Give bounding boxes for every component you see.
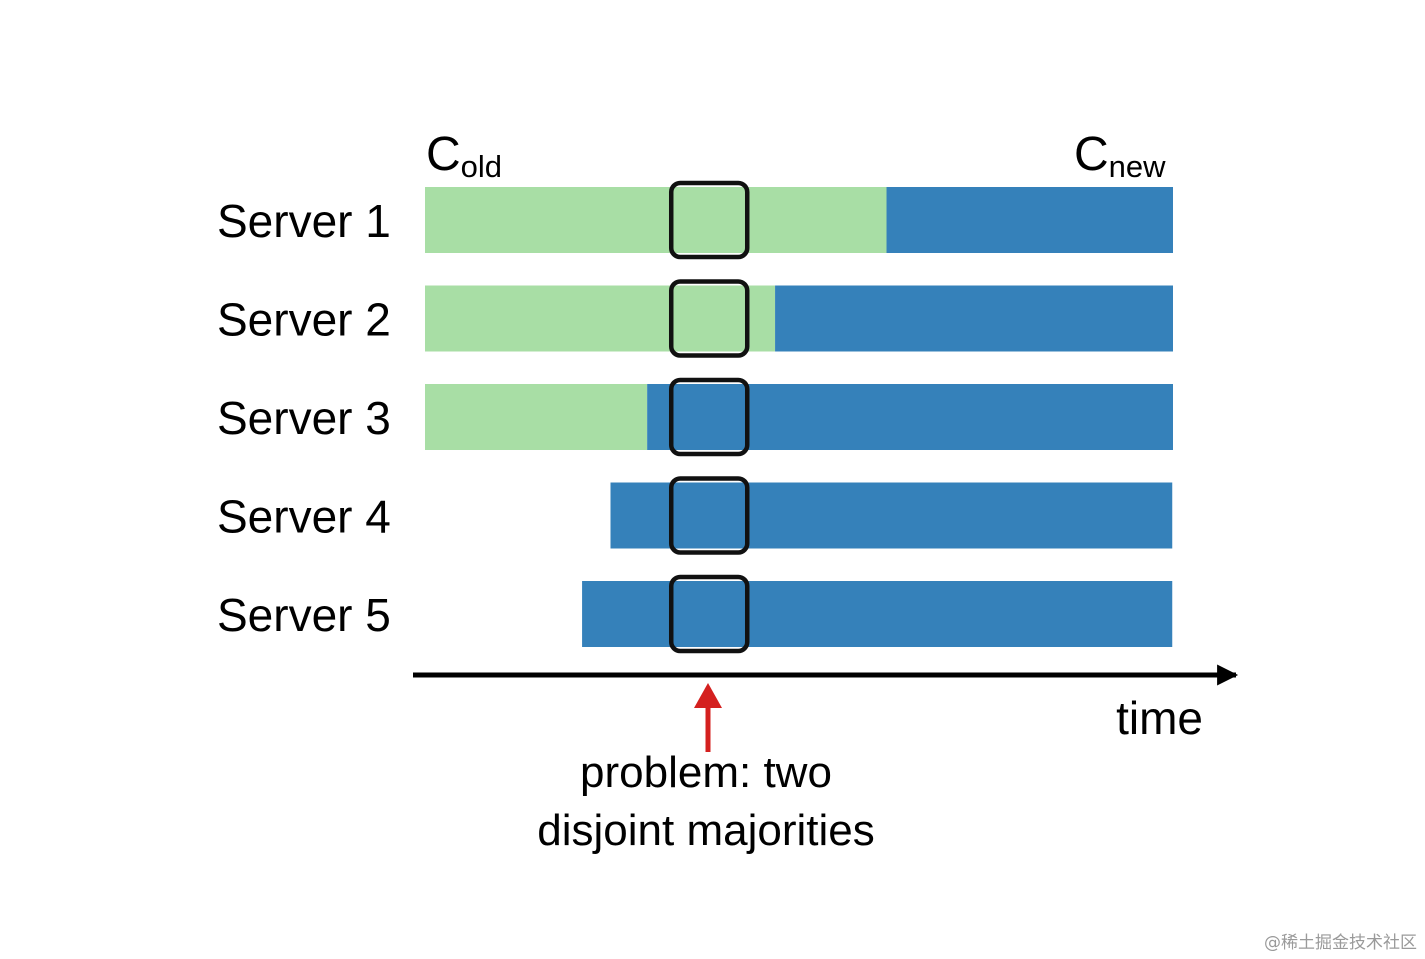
server-3-old-config-bar xyxy=(425,384,648,450)
highlight-box-server-5 xyxy=(668,574,750,654)
problem-text-line-2: disjoint majorities xyxy=(537,806,874,855)
server-5-new-config-bar xyxy=(582,581,1173,647)
server-4-new-config-bar xyxy=(610,482,1173,549)
cnew-label-main: C xyxy=(1074,128,1109,181)
problem-arrow-head xyxy=(694,683,722,708)
cnew-label-sub: new xyxy=(1109,149,1166,184)
highlight-box-server-1 xyxy=(668,180,750,260)
problem-text-line-1: problem: two xyxy=(580,748,832,797)
highlight-boxes xyxy=(668,180,750,654)
watermark: @稀土掘金技术社区 xyxy=(1264,933,1417,953)
server-2-new-config-bar xyxy=(775,285,1173,352)
server-2-old-config-bar xyxy=(425,285,776,352)
time-axis-label: time xyxy=(1116,692,1203,744)
server-1-new-config-bar xyxy=(886,187,1173,253)
cnew-label: Cnew xyxy=(1074,128,1166,184)
cold-label-sub: old xyxy=(461,149,502,184)
highlight-box-server-2 xyxy=(668,279,750,358)
highlight-box-server-3 xyxy=(668,377,750,457)
server-label-1: Server 1 xyxy=(217,195,391,247)
server-label-5: Server 5 xyxy=(217,589,391,641)
server-label-4: Server 4 xyxy=(217,491,391,543)
cold-label: Cold xyxy=(426,128,502,184)
server-1-old-config-bar xyxy=(425,187,887,253)
server-label-3: Server 3 xyxy=(217,392,391,444)
server-label-2: Server 2 xyxy=(217,294,391,346)
server-rows: Server 1 Server 2 Server 3 Server 4 Server 5 xyxy=(217,187,1173,647)
highlight-box-server-4 xyxy=(668,476,750,555)
cold-label-main: C xyxy=(426,128,461,181)
server-3-new-config-bar xyxy=(647,384,1173,450)
